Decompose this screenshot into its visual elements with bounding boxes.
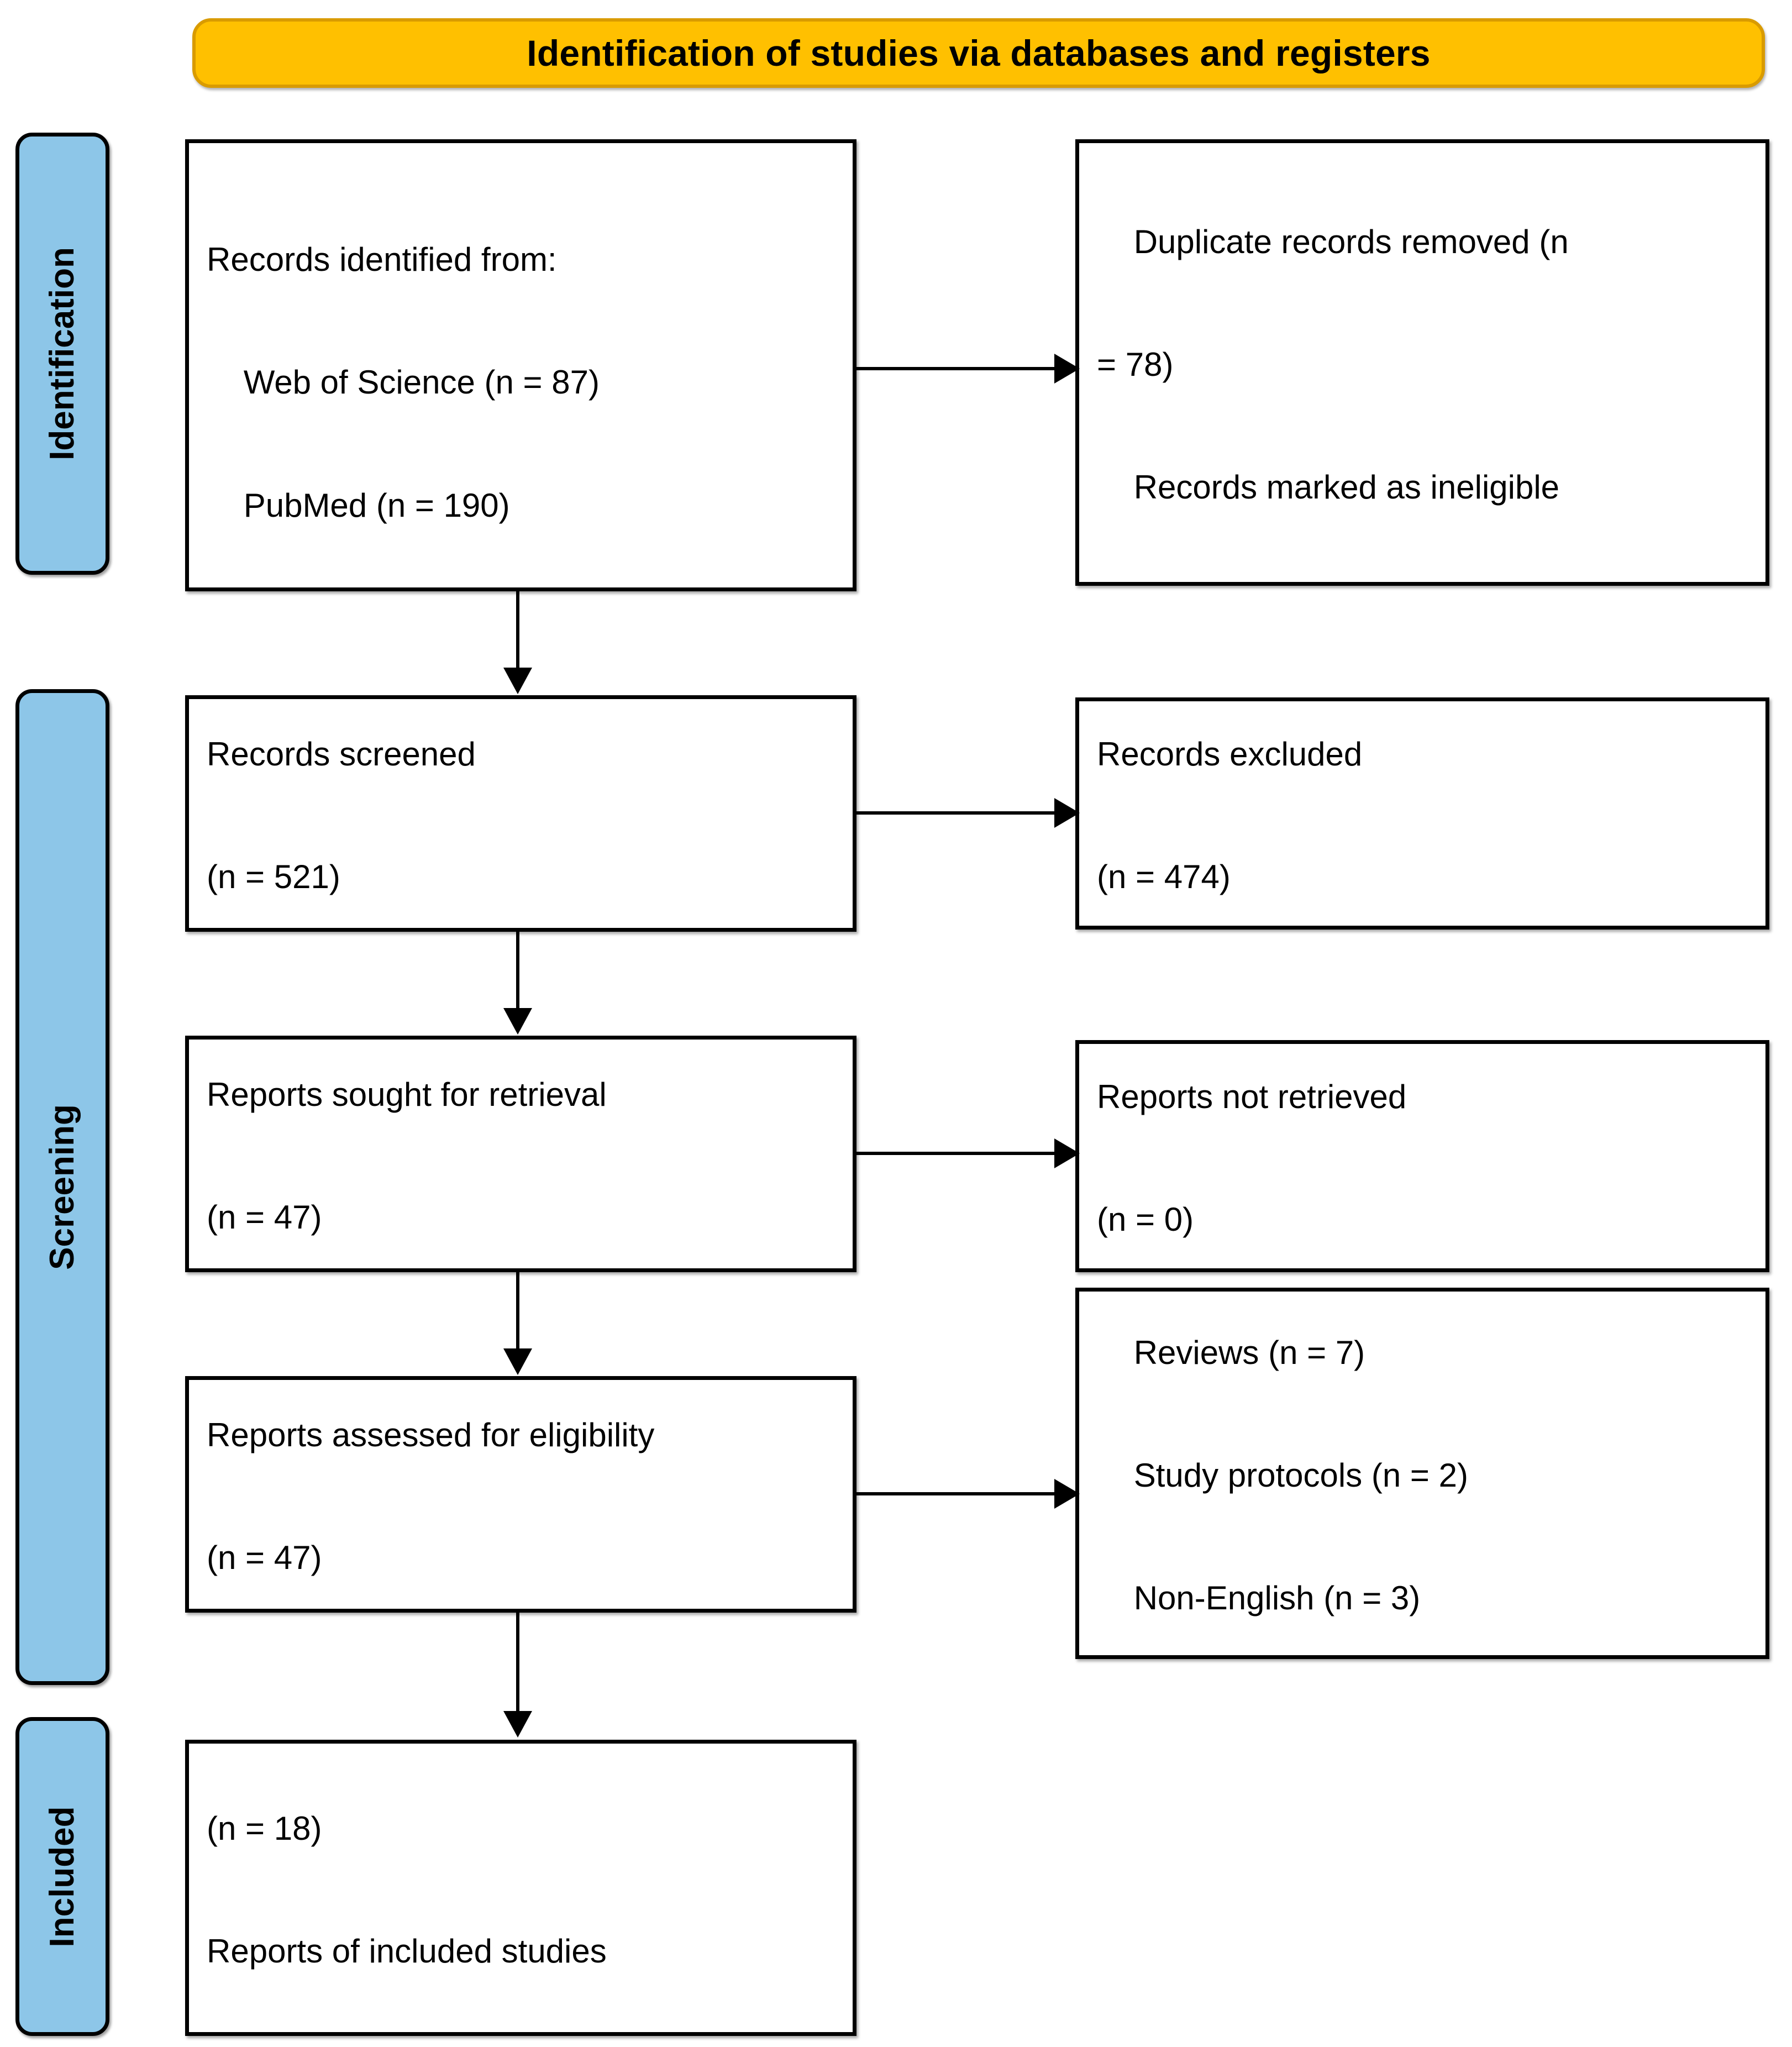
records-screened-line-2: (n = 521) [207, 858, 340, 896]
studies-included-text: Studies included in review (n = 18) Repo… [207, 1744, 836, 2032]
phase-label-screening: Screening [43, 1104, 81, 1270]
reports-assessed-line-1: Reports assessed for eligibility [207, 1416, 655, 1453]
reports-sought-line-1: Reports sought for retrieval [207, 1075, 607, 1113]
box-records-removed: Records removed before the screening: Du… [1075, 139, 1769, 586]
records-removed-duplicate-line-1: Duplicate records removed (n [1097, 223, 1569, 260]
reports-excluded-line-5: Non-English (n = 3) [1097, 1579, 1421, 1617]
reports-not-retrieved-line-1: Reports not retrieved [1097, 1078, 1407, 1115]
records-removed-duplicate-line-2: = 78) [1097, 345, 1174, 383]
reports-excluded-line-3: Reviews (n = 7) [1097, 1334, 1365, 1371]
records-removed-text: Records removed before the screening: Du… [1097, 143, 1749, 582]
arrow-screened-to-excluded [856, 798, 1080, 828]
arrow-assessed-to-excluded [856, 1479, 1080, 1509]
box-reports-excluded: Reports excluded: Non-human subjects (n … [1075, 1288, 1769, 1659]
records-excluded-text: Records excluded (n = 474) [1097, 701, 1749, 926]
records-identified-line-2: Web of Science (n = 87) [207, 364, 600, 401]
phase-label-identification: Identification [43, 247, 81, 460]
arrow-assessed-to-included [503, 1613, 532, 1738]
phase-bar-identification: Identification [15, 133, 109, 575]
records-screened-line-1: Records screened [207, 735, 476, 773]
box-reports-sought: Reports sought for retrieval (n = 47) [185, 1036, 856, 1272]
reports-sought-text: Reports sought for retrieval (n = 47) [207, 1040, 836, 1268]
phase-label-included: Included [43, 1806, 81, 1947]
records-identified-line-1: Records identified from: [207, 241, 557, 279]
records-identified-line-3: PubMed (n = 190) [207, 486, 510, 524]
studies-included-line-2: (n = 18) [207, 1809, 322, 1847]
arrow-screened-to-sought [503, 932, 532, 1035]
box-records-identified: Records identified from: Web of Science … [185, 139, 856, 591]
header-banner: Identification of studies via databases … [192, 18, 1765, 88]
box-records-excluded: Records excluded (n = 474) [1075, 697, 1769, 930]
arrow-sought-to-assessed [503, 1272, 532, 1375]
records-screened-text: Records screened (n = 521) [207, 699, 836, 928]
reports-assessed-line-2: (n = 47) [207, 1539, 322, 1577]
header-title: Identification of studies via databases … [527, 33, 1431, 74]
records-identified-text: Records identified from: Web of Science … [207, 158, 836, 587]
arrow-identified-to-screened [503, 591, 532, 694]
box-reports-assessed: Reports assessed for eligibility (n = 47… [185, 1376, 856, 1613]
box-reports-not-retrieved: Reports not retrieved (n = 0) [1075, 1040, 1769, 1272]
reports-excluded-text: Reports excluded: Non-human subjects (n … [1097, 1292, 1749, 1655]
phase-bar-screening: Screening [15, 689, 109, 1685]
reports-excluded-line-4: Study protocols (n = 2) [1097, 1456, 1468, 1494]
reports-assessed-text: Reports assessed for eligibility (n = 47… [207, 1380, 836, 1609]
box-records-screened: Records screened (n = 521) [185, 695, 856, 932]
reports-not-retrieved-line-2: (n = 0) [1097, 1201, 1194, 1238]
records-removed-automation-line-1: Records marked as ineligible [1097, 469, 1560, 506]
reports-not-retrieved-text: Reports not retrieved (n = 0) [1097, 1044, 1749, 1268]
studies-included-line-3: Reports of included studies [207, 1933, 607, 1970]
records-excluded-line-2: (n = 474) [1097, 858, 1231, 896]
arrow-identified-to-removed [856, 354, 1080, 384]
reports-sought-line-2: (n = 47) [207, 1199, 322, 1236]
records-excluded-line-1: Records excluded [1097, 735, 1363, 773]
box-studies-included: Studies included in review (n = 18) Repo… [185, 1740, 856, 2036]
arrow-sought-to-not-retrieved [856, 1138, 1080, 1168]
phase-bar-included: Included [15, 1717, 109, 2036]
